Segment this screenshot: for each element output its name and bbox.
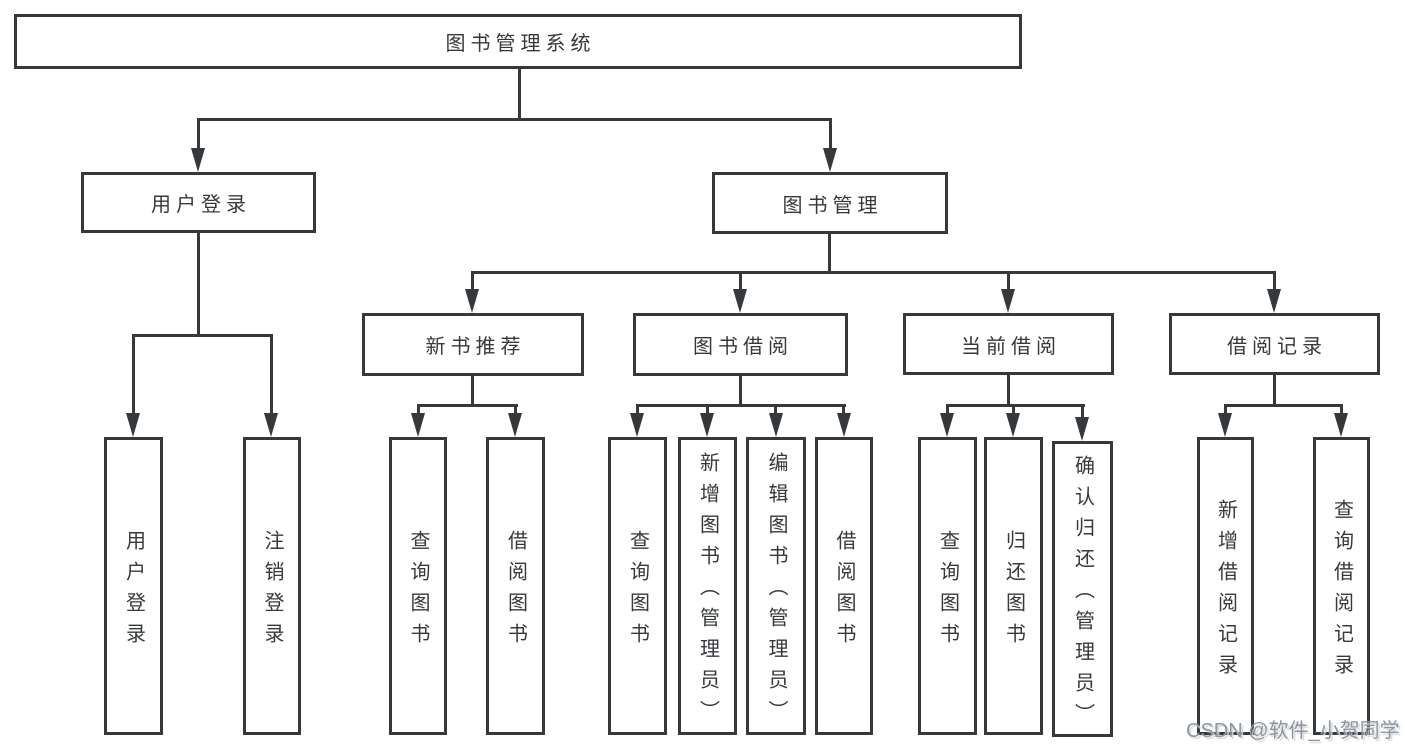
arrowhead-icon — [126, 413, 140, 437]
connector-userlogin-trunk — [197, 233, 200, 337]
node-user-login: 用户登录 — [81, 172, 316, 233]
connector-newbook-trunk — [471, 376, 474, 407]
arrowhead-icon — [1334, 413, 1348, 437]
leaf-label: 新增借阅记录 — [1214, 498, 1237, 685]
leaf-label: 借阅图书 — [833, 529, 855, 654]
node-new-book-recommend: 新书推荐 — [362, 313, 584, 376]
arrowhead-icon — [733, 289, 747, 313]
connector-drop — [1224, 404, 1227, 416]
leaf-borrow-books-recommend: 借阅图书 — [486, 437, 545, 735]
leaf-query-books-recommend: 查询图书 — [389, 437, 447, 735]
connector-drop-book-borrow — [739, 271, 742, 293]
leaf-label: 查询图书 — [626, 529, 649, 654]
arrowhead-icon — [630, 413, 644, 437]
arrowhead-icon — [465, 289, 479, 313]
watermark: CSDN @软件_小贺同学 — [1186, 720, 1400, 742]
node-book-management: 图书管理 — [712, 172, 948, 234]
arrowhead-icon — [1001, 289, 1015, 313]
connector-root-bar — [197, 118, 832, 121]
node-root: 图书管理系统 — [14, 14, 1022, 69]
leaf-label: 注销登录 — [261, 529, 283, 654]
connector-borrowrecords-bar — [1224, 404, 1343, 407]
arrowhead-icon — [411, 413, 425, 437]
connector-drop-current-borrow — [1007, 271, 1010, 293]
leaf-return-book: 归还图书 — [984, 437, 1043, 735]
arrowhead-icon — [508, 413, 522, 437]
leaf-user-login: 用户登录 — [104, 437, 163, 735]
connector-newbook-bar — [417, 404, 518, 407]
leaf-add-borrow-record: 新增借阅记录 — [1197, 437, 1254, 735]
leaf-add-book-admin: 新增图书（管理员） — [678, 437, 737, 735]
leaf-label: 查询图书 — [936, 529, 959, 654]
leaf-query-borrow-record: 查询借阅记录 — [1313, 437, 1370, 735]
connector-drop — [1012, 404, 1015, 416]
connector-currentborrow-bar — [946, 404, 1085, 407]
connector-drop-borrow-records — [1273, 271, 1276, 293]
leaf-query-books-current: 查询图书 — [918, 437, 977, 735]
connector-currentborrow-trunk — [1007, 375, 1010, 407]
connector-drop — [636, 404, 639, 416]
connector-root-trunk — [518, 68, 521, 121]
connector-bookborrow-trunk — [739, 376, 742, 407]
connector-drop-user-login — [197, 118, 200, 152]
arrowhead-icon — [264, 413, 278, 437]
connector-drop — [1081, 404, 1084, 420]
connector-drop-book-management — [829, 118, 832, 152]
connector-drop — [842, 404, 845, 416]
arrowhead-icon — [700, 413, 714, 437]
leaf-label: 确认归还（管理员） — [1071, 455, 1094, 734]
node-book-borrow: 图书借阅 — [633, 313, 848, 376]
connector-drop — [774, 404, 777, 416]
connector-borrowrecords-trunk — [1273, 375, 1276, 407]
connector-drop — [706, 404, 709, 416]
arrowhead-icon — [191, 148, 205, 172]
connector-bookborrow-bar — [636, 404, 846, 407]
arrowhead-icon — [837, 413, 851, 437]
connector-bookmgmt-trunk — [828, 234, 831, 274]
leaf-confirm-return-admin: 确认归还（管理员） — [1052, 441, 1113, 737]
connector-drop-leaf-logout — [270, 334, 273, 416]
connector-drop — [946, 404, 949, 416]
arrowhead-icon — [823, 148, 837, 172]
leaf-borrow-books-2: 借阅图书 — [815, 437, 873, 735]
connector-drop — [417, 404, 420, 416]
arrowhead-icon — [1267, 289, 1281, 313]
node-current-borrow: 当前借阅 — [903, 313, 1114, 375]
connector-drop — [1340, 404, 1343, 416]
arrowhead-icon — [1075, 417, 1089, 441]
leaf-label: 编辑图书（管理员） — [765, 452, 787, 731]
connector-drop-new-book — [471, 271, 474, 293]
arrowhead-icon — [769, 413, 783, 437]
connector-drop — [514, 404, 517, 416]
leaf-label: 归还图书 — [1002, 529, 1025, 654]
leaf-edit-book-admin: 编辑图书（管理员） — [746, 437, 806, 735]
arrowhead-icon — [1006, 413, 1020, 437]
leaf-label: 借阅图书 — [504, 529, 527, 654]
connector-userlogin-bar — [132, 334, 273, 337]
connector-bookmgmt-bar — [471, 271, 1276, 274]
leaf-label: 查询借阅记录 — [1330, 498, 1353, 685]
arrowhead-icon — [940, 413, 954, 437]
leaf-query-books-borrow: 查询图书 — [608, 437, 667, 735]
leaf-label: 用户登录 — [122, 529, 145, 654]
leaf-label: 查询图书 — [407, 529, 429, 654]
arrowhead-icon — [1218, 413, 1232, 437]
node-borrow-records: 借阅记录 — [1169, 313, 1380, 375]
leaf-label: 新增图书（管理员） — [696, 452, 719, 731]
leaf-logout: 注销登录 — [243, 437, 301, 735]
connector-drop-leaf-user-login — [132, 334, 135, 416]
